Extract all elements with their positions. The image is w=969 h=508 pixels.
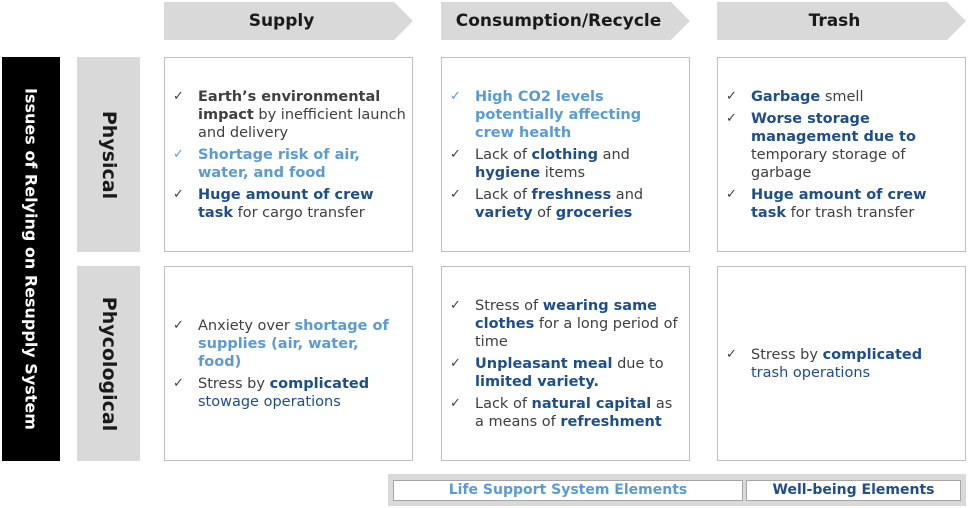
- issue-item: ✓ Unpleasant meal due to limited variety.: [450, 355, 683, 391]
- check-icon: ✓: [450, 146, 461, 162]
- side-title-bar: Issues of Relying on Resupply System: [2, 57, 60, 461]
- row-label-physical: Physical: [77, 57, 140, 252]
- issue-text: hygiene: [475, 164, 541, 181]
- cell-physical-consumption: ✓ High CO2 levels potentially affecting c…: [441, 57, 690, 252]
- check-icon: ✓: [450, 88, 461, 104]
- issue-text: trash operations: [751, 364, 871, 381]
- check-icon: ✓: [726, 110, 737, 126]
- issue-text: Stress by: [751, 346, 823, 363]
- legend-wellbeing: Well-being Elements: [746, 480, 961, 501]
- check-icon: ✓: [450, 395, 461, 411]
- header-consumption-label: Consumption/Recycle: [455, 11, 662, 31]
- issue-text: Anxiety over: [198, 317, 295, 334]
- issue-text: for a long period of time: [475, 315, 678, 350]
- check-icon: ✓: [450, 297, 461, 313]
- issue-text: clothing: [531, 146, 598, 163]
- issue-text: and: [611, 186, 644, 203]
- check-icon: ✓: [173, 186, 184, 202]
- header-arrow-shape: [717, 2, 966, 40]
- check-icon: ✓: [173, 375, 184, 391]
- issue-item: ✓ Huge amount of crew task for cargo tran…: [173, 186, 406, 222]
- cell-psych-consumption: ✓ Stress of wearing same clothes for a lo…: [441, 266, 690, 461]
- issue-item: ✓ Earth’s environmental impact by ineffic…: [173, 88, 406, 142]
- issue-item: ✓ Stress by complicated trash operations: [726, 346, 959, 382]
- issue-text: as a means of: [475, 395, 673, 430]
- check-icon: ✓: [173, 146, 184, 162]
- check-icon: ✓: [450, 355, 461, 371]
- issue-text: and: [598, 146, 630, 163]
- check-icon: ✓: [173, 88, 184, 104]
- issue-text: variety: [475, 204, 533, 221]
- legend: Life Support System Elements Well-being …: [388, 474, 966, 506]
- issue-item: ✓ High CO2 levels potentially affecting c…: [450, 88, 683, 142]
- check-icon: ✓: [173, 317, 184, 333]
- issue-text: natural capital: [531, 395, 652, 412]
- cell-psych-supply: ✓ Anxiety over shortage of supplies (air,…: [164, 266, 413, 461]
- header-arrow-shape: [441, 2, 690, 40]
- issue-text: wearing same clothes: [475, 297, 658, 332]
- issue-text: for cargo transfer: [233, 204, 365, 221]
- issue-text: smell: [820, 88, 864, 105]
- issue-text: Unpleasant meal: [475, 355, 613, 372]
- issue-text: Lack of: [475, 395, 532, 412]
- issue-text: High CO2 levels potentially affecting cr…: [475, 88, 642, 141]
- issue-text: stowage operations: [198, 393, 341, 410]
- issue-text: Lack of: [475, 146, 532, 163]
- issue-text: shortage of supplies (air, water, food): [198, 317, 389, 370]
- header-trash: Trash: [717, 2, 966, 40]
- check-icon: ✓: [726, 186, 737, 202]
- issue-text: Shortage risk of air, water, and food: [198, 146, 360, 181]
- check-icon: ✓: [726, 88, 737, 104]
- issue-item: ✓ Worse storage management due to tempora…: [726, 110, 959, 182]
- side-title: Issues of Relying on Resupply System: [21, 88, 41, 430]
- issue-item: ✓ Huge amount of crew task for trash tran…: [726, 186, 959, 222]
- header-consumption: Consumption/Recycle: [441, 2, 690, 40]
- issue-text: temporary storage of garbage: [751, 146, 906, 181]
- issue-text: items: [540, 164, 586, 181]
- cell-physical-trash: ✓ Garbage smell ✓ Worse storage management …: [717, 57, 966, 252]
- issue-item: ✓ Lack of freshness and variety of grocer…: [450, 186, 683, 222]
- header-arrow-shape: [164, 2, 413, 40]
- issue-text: for trash transfer: [786, 204, 915, 221]
- issue-text: freshness: [531, 186, 612, 203]
- issue-text: limited variety.: [475, 373, 599, 390]
- check-icon: ✓: [450, 186, 461, 202]
- header-trash-label: Trash: [808, 11, 861, 31]
- issue-item: ✓ Anxiety over shortage of supplies (air,…: [173, 317, 406, 371]
- issue-item: ✓ Stress of wearing same clothes for a lo…: [450, 297, 683, 351]
- issue-text: Huge amount of crew task: [198, 186, 374, 221]
- issue-item: ✓ Lack of natural capital as a means of r…: [450, 395, 683, 431]
- cell-physical-supply: ✓ Earth’s environmental impact by ineffic…: [164, 57, 413, 252]
- issue-text: groceries: [555, 204, 633, 221]
- issue-text: by inefficient launch and delivery: [198, 106, 406, 141]
- issue-item: ✓ Shortage risk of air, water, and food: [173, 146, 406, 182]
- issue-text: refreshment: [560, 413, 662, 430]
- issue-text: Garbage: [751, 88, 821, 105]
- issue-text: Worse storage management due to: [751, 110, 916, 145]
- issue-text: Stress of: [475, 297, 543, 314]
- issue-text: Stress by: [198, 375, 270, 392]
- issue-text: due to: [612, 355, 664, 372]
- issue-text: of: [532, 204, 556, 221]
- issue-item: ✓ Stress by complicated stowage operation…: [173, 375, 406, 411]
- header-supply-label: Supply: [248, 11, 315, 31]
- issue-text: Lack of: [475, 186, 532, 203]
- row-label-psychological: Phycological: [77, 266, 140, 461]
- issue-item: ✓ Lack of clothing and hygiene items: [450, 146, 683, 182]
- legend-lss: Life Support System Elements: [393, 480, 743, 501]
- issue-text: complicated: [822, 346, 923, 363]
- row-label-psychological-text: Phycological: [97, 296, 120, 431]
- issue-text: Earth’s environmental impact: [198, 88, 381, 123]
- check-icon: ✓: [726, 346, 737, 362]
- issue-text: Huge amount of crew task: [751, 186, 927, 221]
- issue-item: ✓ Garbage smell: [726, 88, 959, 106]
- header-supply: Supply: [164, 2, 413, 40]
- cell-psych-trash: ✓ Stress by complicated trash operations: [717, 266, 966, 461]
- row-label-physical-text: Physical: [97, 110, 120, 199]
- issue-text: complicated: [269, 375, 370, 392]
